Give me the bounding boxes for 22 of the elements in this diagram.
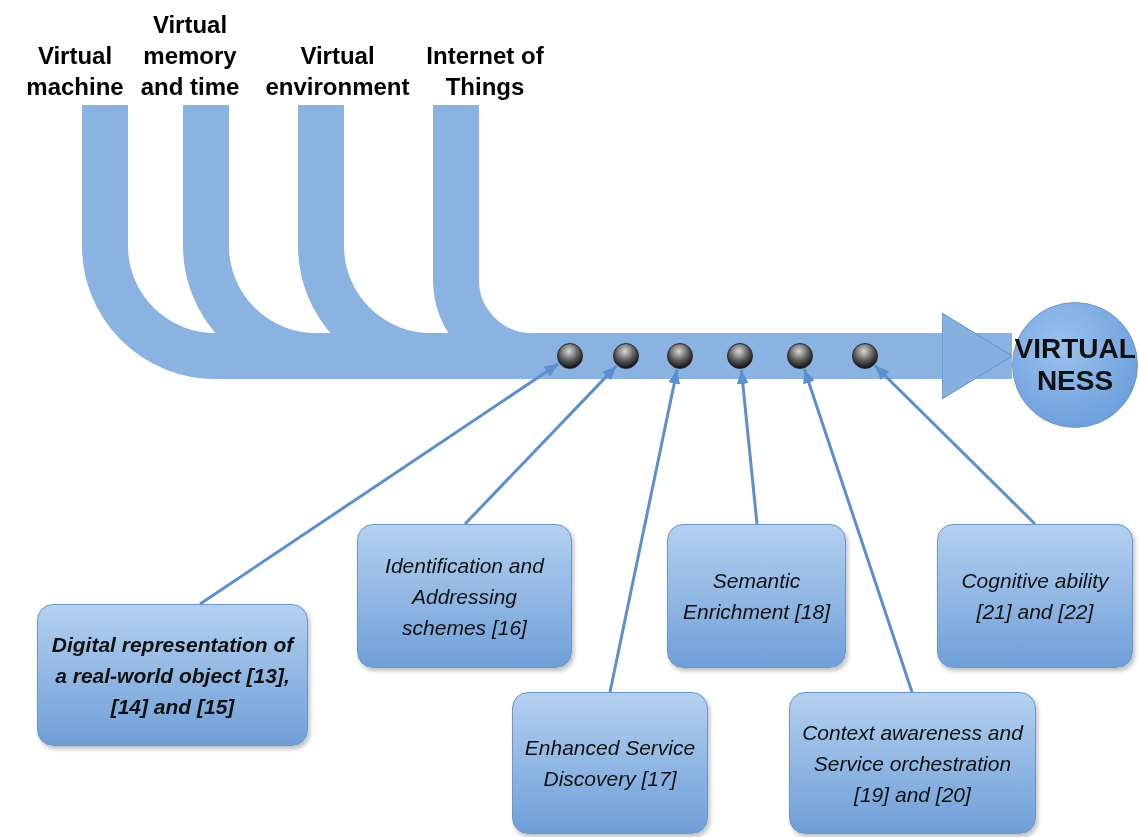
arrow [199, 362, 560, 606]
arrow-head [912, 312, 1013, 400]
arrow [463, 365, 618, 526]
dot-marker [557, 343, 583, 369]
arrow [802, 368, 914, 693]
arrow [873, 364, 1037, 526]
text-box: Digital representation of a real-world object [13], [14] and [15] [37, 604, 308, 746]
text-box: Context awareness and Service orchestration [19] and [20] [789, 692, 1036, 834]
text-box: Identification and Addressing schemes [16] [357, 524, 572, 668]
text-box: Enhanced Service Discovery [17] [512, 692, 708, 834]
text-box: Cognitive ability [21] and [22] [937, 524, 1133, 668]
circle-node: VIRTUAL NESS [1012, 302, 1138, 428]
arrow [608, 369, 681, 693]
dot-marker [667, 343, 693, 369]
heading-text: Virtual memory and time [130, 0, 250, 102]
dot-marker [787, 343, 813, 369]
arrow [736, 369, 759, 525]
text-box: Semantic Enrichment [18] [667, 524, 846, 668]
heading-text: Virtual machine [20, 30, 130, 102]
dot-marker [727, 343, 753, 369]
dot-marker [613, 343, 639, 369]
dot-marker [852, 343, 878, 369]
